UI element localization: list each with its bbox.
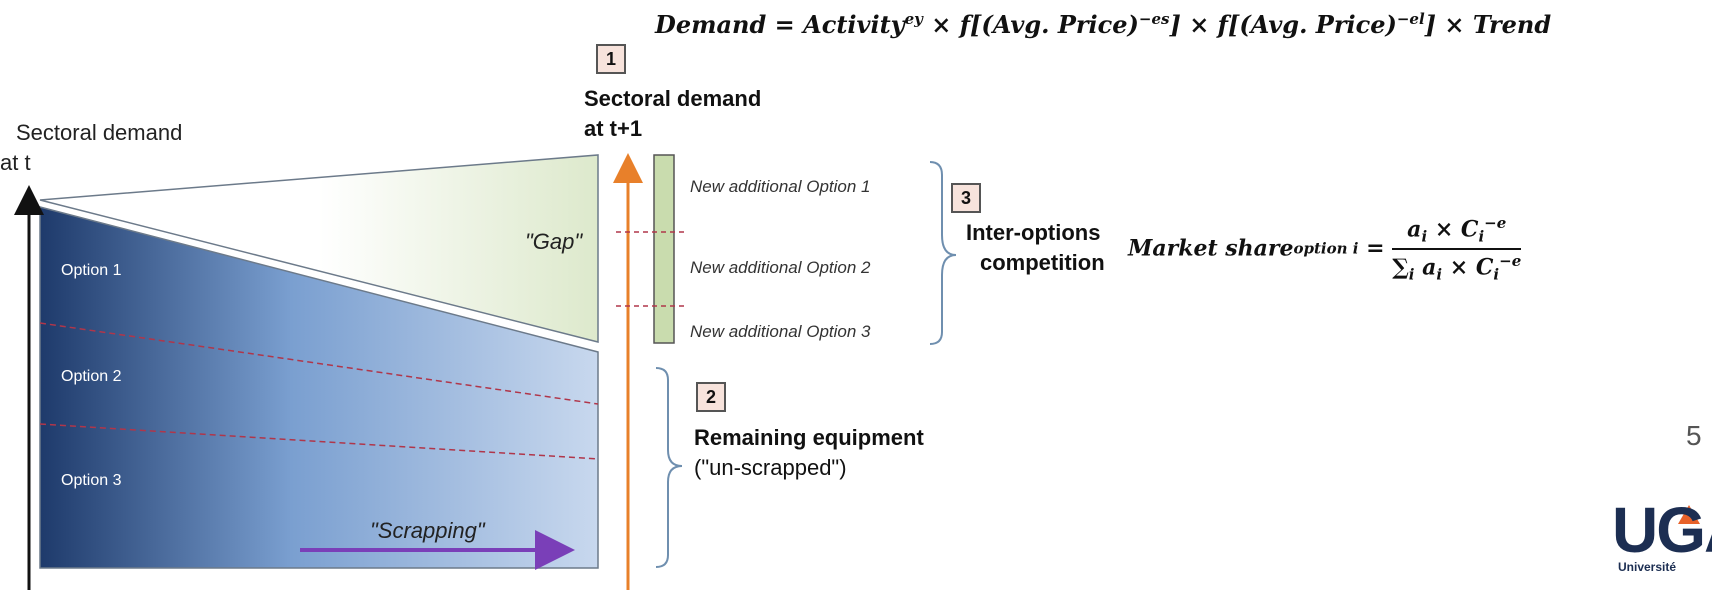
step-3-number: 3 xyxy=(951,183,981,213)
activity-exponent: ey xyxy=(904,10,923,28)
market-share-denominator: ∑i ai × Ci−e xyxy=(1392,251,1522,284)
remaining-region xyxy=(39,206,599,569)
step-1-label: Sectoral demand at t+1 xyxy=(584,84,761,144)
gap-region xyxy=(39,154,599,343)
f-2: f xyxy=(1217,10,1228,39)
new-option-1-label: New additional Option 1 xyxy=(690,177,871,196)
activity-term: Activity xyxy=(803,10,905,39)
step-1-label-line1: Sectoral demand xyxy=(584,86,762,111)
scrapping-label: "Scrapping" xyxy=(370,518,485,543)
times-1: × xyxy=(931,10,952,39)
option-2-label: Option 2 xyxy=(61,368,122,385)
market-share-fraction: ai × Ci−e ∑i ai × Ci−e xyxy=(1392,214,1522,284)
axis-label: Sectoral demand at t xyxy=(0,118,182,178)
trend-term: Trend xyxy=(1472,10,1552,39)
step-2-label: Remaining equipment ("un-scrapped") xyxy=(694,423,924,483)
uga-logo: UGA Université xyxy=(1612,494,1712,574)
market-share-formula: Market shareoption i = ai × Ci−e ∑i ai ×… xyxy=(1128,214,1522,284)
axis-label-line1: Sectoral demand xyxy=(16,120,183,145)
new-options-bar xyxy=(653,154,675,344)
times-3: × xyxy=(1444,10,1465,39)
step-2-label-line1: Remaining equipment xyxy=(694,425,924,450)
market-share-numerator: ai × Ci−e xyxy=(1392,214,1522,250)
logo-subtitle: Université xyxy=(1618,560,1677,574)
axis-label-line2: at t xyxy=(0,150,31,175)
step-1-number: 1 xyxy=(596,44,626,74)
new-option-3-label: New additional Option 3 xyxy=(690,322,871,341)
market-share-lhs: Market share xyxy=(1128,235,1294,262)
avg-price-1: (Avg. Price) xyxy=(981,10,1139,39)
page-number: 5 xyxy=(1686,420,1702,451)
logo-text: UGA xyxy=(1612,494,1712,566)
f-1: f xyxy=(959,10,971,39)
step-2-number: 2 xyxy=(696,382,726,412)
step-3-label-line1: Inter-options xyxy=(966,220,1101,245)
exp-es: −es xyxy=(1138,10,1170,28)
new-options-brace xyxy=(929,161,957,345)
option-separator-1-2 xyxy=(39,322,599,405)
avg-price-2: (Avg. Price) xyxy=(1239,10,1397,39)
step-1-label-line2: at t+1 xyxy=(584,116,643,141)
logo-triangle xyxy=(1678,505,1700,524)
step-2-label-line2: ("un-scrapped") xyxy=(694,455,847,480)
times-2: × xyxy=(1189,10,1210,39)
step-3-label-line2: competition xyxy=(980,250,1105,275)
option-1-label: Option 1 xyxy=(61,262,122,279)
step-3-label: Inter-options competition xyxy=(966,218,1105,278)
option-separator-2-3 xyxy=(39,423,599,460)
option-3-label: Option 3 xyxy=(61,472,122,489)
demand-lhs: Demand xyxy=(655,10,767,39)
market-share-subscript: option i xyxy=(1293,239,1359,258)
new-option-2-label: New additional Option 2 xyxy=(690,258,871,277)
gap-label: "Gap" xyxy=(525,229,583,254)
demand-formula: Demand = Activityey × f[(Avg. Price)−es]… xyxy=(655,10,1552,39)
remaining-brace xyxy=(655,367,683,568)
exp-el: −el xyxy=(1396,10,1425,28)
